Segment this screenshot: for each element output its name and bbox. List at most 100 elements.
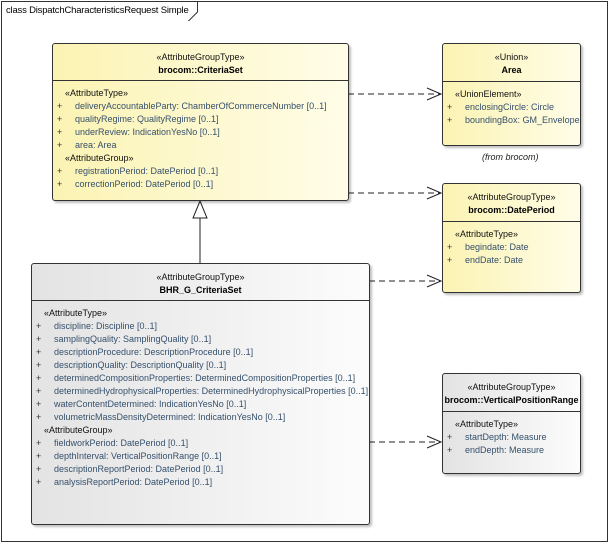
attribute-row[interactable]: + samplingQuality: SamplingQuality [0..1] [32, 333, 369, 346]
attribute-text: discipline: Discipline [0..1] [54, 321, 158, 331]
visibility-marker: + [36, 334, 42, 344]
visibility-marker: + [36, 477, 42, 487]
class-attributes: «UnionElement»+enclosingCircle: Circle+b… [443, 82, 580, 127]
attribute-row[interactable]: +boundingBox: GM_Envelope [443, 114, 580, 127]
frame-title-tab [1, 1, 198, 21]
visibility-marker: + [36, 451, 42, 461]
class-name: brocom::DatePeriod [468, 205, 555, 215]
attribute-row[interactable]: + endDepth: Measure [443, 444, 580, 457]
attribute-row[interactable]: + discipline: Discipline [0..1] [32, 320, 369, 333]
visibility-marker: + [36, 321, 42, 331]
attribute-text: qualityRegime: QualityRegime [0..1] [75, 114, 219, 124]
class-attributes: «AttributeType»+deliveryAccountableParty… [53, 81, 348, 191]
visibility-marker: + [57, 166, 63, 176]
attribute-text: registrationPeriod: DatePeriod [0..1] [75, 166, 219, 176]
attribute-section-label: «AttributeType» [455, 419, 519, 429]
class-header: «AttributeGroupType»brocom::DatePeriod [443, 184, 580, 222]
visibility-marker: + [57, 114, 63, 124]
class-attributes: «AttributeType» +begindate: Date+ endDate:… [443, 222, 580, 267]
attribute-row[interactable]: + registrationPeriod: DatePeriod [0..1] [53, 165, 348, 178]
attribute-text: descriptionReportPeriod: DatePeriod [0..… [54, 464, 224, 474]
attribute-text: startDepth: Measure [465, 432, 547, 442]
class-vertical-position-range[interactable]: «AttributeGroupType»brocom::VerticalPosi… [442, 373, 581, 474]
diagram-title: class DispatchCharacteristicsRequest Sim… [6, 5, 189, 16]
attribute-text: waterContentDetermined: IndicationYesNo … [54, 399, 247, 409]
class-header: «Union» Area [443, 44, 580, 82]
attribute-text: correctionPeriod: DatePeriod [0..1] [75, 179, 214, 189]
attribute-section-label: «UnionElement» [455, 89, 522, 99]
class-header: «AttributeGroupType»brocom::VerticalPosi… [443, 374, 580, 412]
attribute-row[interactable]: + correctionPeriod: DatePeriod [0..1] [53, 178, 348, 191]
class-date-period[interactable]: «AttributeGroupType»brocom::DatePeriod«A… [442, 183, 581, 293]
attribute-text: fieldworkPeriod: DatePeriod [0..1] [54, 438, 189, 448]
visibility-marker: + [447, 432, 453, 442]
attribute-row[interactable]: + volumetricMassDensityDetermined: Indica… [32, 411, 369, 424]
class-stereotype: «AttributeGroupType» [467, 192, 556, 202]
attribute-row[interactable]: + startDepth: Measure [443, 431, 580, 444]
class-name: BHR_G_CriteriaSet [159, 285, 242, 295]
attribute-text: endDate: Date [465, 255, 524, 265]
attribute-section-label: «AttributeType» [65, 88, 129, 98]
visibility-marker: + [57, 140, 63, 150]
visibility-marker: + [36, 347, 42, 357]
attribute-row[interactable]: + enclosingCircle: Circle [443, 101, 580, 114]
class-criteria-set[interactable]: «AttributeGroupType»brocom::CriteriaSet«… [52, 43, 349, 201]
attribute-text: analysisReportPeriod: DatePeriod [0..1] [54, 477, 213, 487]
arrowhead-verticalpositionrange [426, 435, 443, 449]
class-header: «AttributeGroupType»brocom::CriteriaSet [53, 44, 348, 81]
attribute-row[interactable]: +area: Area [53, 139, 348, 152]
attribute-section-label: «AttributeGroup» [65, 153, 134, 163]
class-bhr-g-criteria-set[interactable]: «AttributeGroupType»BHR_G_CriteriaSet«At… [31, 263, 370, 525]
visibility-marker: + [57, 127, 63, 137]
visibility-marker: + [447, 255, 453, 265]
class-stereotype: «Union» [494, 52, 529, 62]
attribute-row[interactable]: + qualityRegime: QualityRegime [0..1] [53, 113, 348, 126]
attribute-text: samplingQuality: SamplingQuality [0..1] [54, 334, 212, 344]
attribute-row[interactable]: +begindate: Date [443, 241, 580, 254]
attribute-row[interactable]: +determinedCompositionProperties: Determ… [32, 372, 369, 385]
attribute-section-label: «AttributeType» [44, 308, 108, 318]
generalization-triangle [192, 199, 208, 219]
area-origin-note: (from brocom) [482, 152, 539, 162]
class-name: Area [501, 65, 522, 75]
class-name: brocom::CriteriaSet [158, 65, 243, 75]
visibility-marker: + [36, 412, 42, 422]
visibility-marker: + [36, 386, 42, 396]
attribute-row[interactable]: + endDate: Date [443, 254, 580, 267]
attribute-text: deliveryAccountableParty: ChamberOfComme… [75, 101, 327, 111]
visibility-marker: + [447, 445, 453, 455]
attribute-row[interactable]: + deliveryAccountableParty: ChamberOfComm… [53, 100, 348, 113]
arrowhead-dateperiod-2 [426, 274, 443, 288]
arrowhead-area [426, 87, 443, 101]
attribute-text: determinedHydrophysicalProperties: Deter… [54, 386, 369, 396]
visibility-marker: + [447, 115, 453, 125]
visibility-marker: + [447, 102, 453, 112]
class-area[interactable]: «Union»Area«UnionElement»+enclosingCircl… [442, 43, 581, 146]
attribute-text: endDepth: Measure [465, 445, 545, 455]
visibility-marker: + [36, 464, 42, 474]
attribute-text: descriptionProcedure: DescriptionProcedu… [54, 347, 254, 357]
attribute-text: volumetricMassDensityDetermined: Indicat… [54, 412, 286, 422]
attribute-row[interactable]: + analysisReportPeriod: DatePeriod [0..1] [32, 476, 369, 489]
attribute-row[interactable]: + descriptionReportPeriod: DatePeriod [0.… [32, 463, 369, 476]
attribute-row[interactable]: + descriptionProcedure: DescriptionProced… [32, 346, 369, 359]
class-name: brocom::VerticalPositionRange [444, 395, 579, 405]
visibility-marker: + [36, 438, 42, 448]
attribute-row[interactable]: +waterContentDetermined: IndicationYesNo… [32, 398, 369, 411]
attribute-text: descriptionQuality: DescriptionQuality [… [54, 360, 227, 370]
attribute-row[interactable]: +underReview: IndicationYesNo [0..1] [53, 126, 348, 139]
attribute-row[interactable]: + depthInterval: VerticalPositionRange [0… [32, 450, 369, 463]
attribute-text: enclosingCircle: Circle [465, 102, 555, 112]
visibility-marker: + [57, 101, 63, 111]
attribute-row[interactable]: + determinedHydrophysicalProperties: Dete… [32, 385, 369, 398]
class-attributes: «AttributeType»+discipline: Discipline [… [32, 301, 369, 489]
attribute-text: depthInterval: VerticalPositionRange [0.… [54, 451, 222, 461]
attribute-section-label: «AttributeType» [455, 229, 519, 239]
class-header: «AttributeGroupType»BHR_G_CriteriaSet [32, 264, 369, 301]
attribute-row[interactable]: +descriptionQuality: DescriptionQuality … [32, 359, 369, 372]
visibility-marker: + [57, 179, 63, 189]
attribute-row[interactable]: + fieldworkPeriod: DatePeriod [0..1] [32, 437, 369, 450]
class-stereotype: «AttributeGroupType» [156, 52, 245, 62]
